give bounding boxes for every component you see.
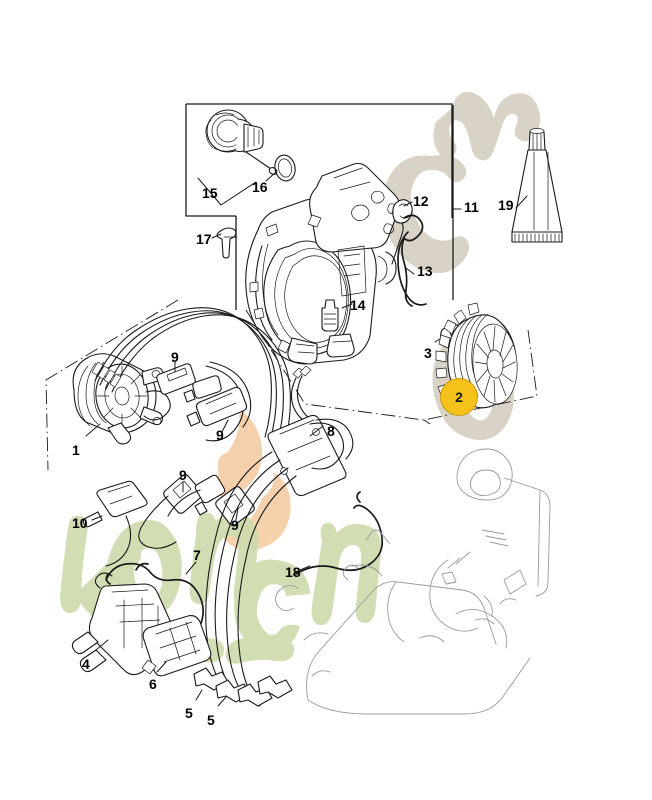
part-screw-17 [211,227,238,259]
harness-leads-down [193,451,297,707]
callout-5: 5 [185,705,193,721]
part-fuel-cap-15 [205,109,278,175]
part-clip-13 [397,214,427,307]
part-fuel-line-18 [295,491,384,575]
part-connector-9d [215,486,255,526]
part-connector-9c [163,474,203,514]
highlighted-part-badge[interactable]: 2 [440,378,478,416]
callout-8: 8 [327,423,335,439]
part-connector-9a2 [183,375,222,403]
part-valve-14 [321,299,353,332]
zone-flywheel [245,309,538,421]
callout-17: 17 [196,231,212,247]
zone-wiring-harness [45,299,179,471]
part-bushing-12 [392,199,413,224]
callout-5-2: 5 [207,712,215,728]
part-ignition-module-8 [267,414,354,497]
part-throttle-rod-7 [105,561,204,639]
part-crankcase-housing [245,162,404,365]
callout-18: 18 [285,564,301,580]
callout-4: 4 [82,656,90,672]
part-grease-tube-19 [511,128,563,243]
callout-11: 11 [464,199,479,215]
callout-14: 14 [350,297,366,313]
callout-9c: 9 [179,467,187,483]
part-connector-9a [156,361,196,395]
part-oring-16 [274,154,296,182]
callout-13: 13 [417,263,433,279]
callout-1: 1 [72,442,80,458]
callout-3: 3 [424,345,432,361]
part-cover-bracket-6 [141,615,212,677]
callout-15: 15 [202,185,218,201]
callout-19: 19 [498,197,514,213]
connector-jumper-wires [138,489,201,549]
callout-7: 7 [193,547,201,563]
callout-16: 16 [252,179,268,195]
group-box-top-left [185,103,453,218]
part-carburetor-1 [72,353,171,445]
part-connector-9c2 [194,474,226,516]
wiring-harness-bundle [91,307,321,446]
part-connector-9b [186,386,248,433]
part-switch-10 [82,480,148,567]
chainsaw-body-reference [275,448,551,715]
callout-6: 6 [149,676,157,692]
callout-10: 10 [72,515,88,531]
callout-9d: 9 [231,517,239,533]
callout-9a: 9 [171,349,179,365]
callout-12: 12 [413,193,429,209]
leader-15-16 [197,171,277,206]
callout-9b: 9 [216,427,224,443]
